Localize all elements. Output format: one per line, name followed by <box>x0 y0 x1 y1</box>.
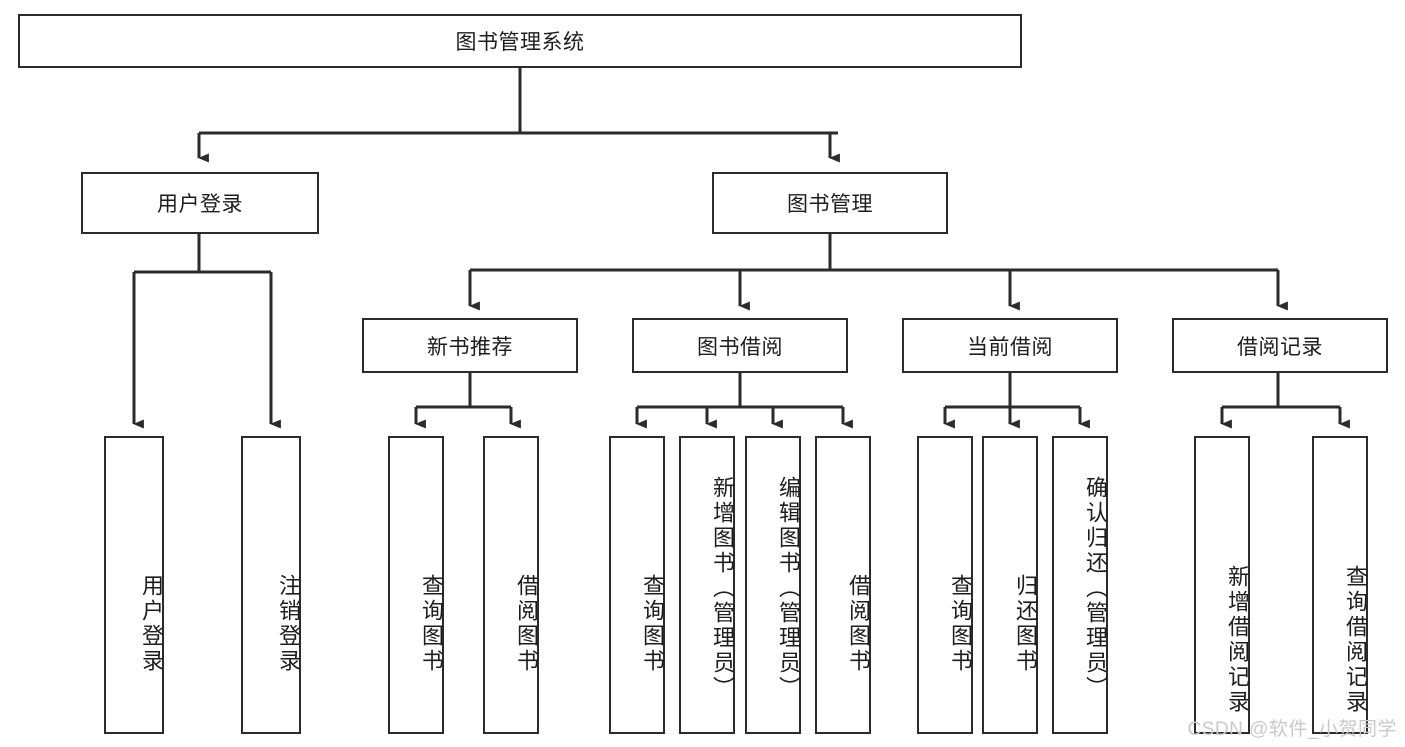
node-leaf-query-book-borrow-label: 查询图书 <box>640 574 665 674</box>
node-leaf-confirm-return-admin-label: 确认归还（管理员） <box>1083 475 1108 701</box>
node-leaf-query-book-new[interactable]: 查询图书 <box>388 436 444 734</box>
node-leaf-borrow-book-new-label: 借阅图书 <box>514 574 539 674</box>
node-book-management-label: 图书管理 <box>787 193 873 216</box>
node-leaf-confirm-return-admin[interactable]: 确认归还（管理员） <box>1052 436 1108 734</box>
node-leaf-borrow-book-label: 借阅图书 <box>846 574 871 674</box>
node-book-management[interactable]: 图书管理 <box>712 172 948 234</box>
node-leaf-add-borrow-record[interactable]: 新增借阅记录 <box>1194 436 1250 734</box>
node-root[interactable]: 图书管理系统 <box>18 14 1022 68</box>
node-book-borrow[interactable]: 图书借阅 <box>632 318 848 373</box>
node-new-book-recommend[interactable]: 新书推荐 <box>362 318 578 373</box>
node-borrow-records[interactable]: 借阅记录 <box>1172 318 1388 373</box>
node-user-login[interactable]: 用户登录 <box>81 172 319 234</box>
node-current-borrow[interactable]: 当前借阅 <box>902 318 1118 373</box>
node-leaf-add-book-admin[interactable]: 新增图书（管理员） <box>679 436 735 734</box>
node-leaf-user-login-label: 用户登录 <box>139 574 164 674</box>
node-leaf-query-borrow-record[interactable]: 查询借阅记录 <box>1312 436 1368 734</box>
node-leaf-add-borrow-record-label: 新增借阅记录 <box>1225 565 1250 715</box>
node-leaf-edit-book-admin-label: 编辑图书（管理员） <box>776 475 801 701</box>
node-leaf-return-book-label: 归还图书 <box>1013 574 1038 674</box>
node-leaf-query-book-borrow[interactable]: 查询图书 <box>609 436 665 734</box>
node-leaf-borrow-book-new[interactable]: 借阅图书 <box>483 436 539 734</box>
node-leaf-query-book-current[interactable]: 查询图书 <box>917 436 973 734</box>
node-new-book-recommend-label: 新书推荐 <box>427 335 513 359</box>
node-leaf-add-book-admin-label: 新增图书（管理员） <box>710 475 735 701</box>
csdn-watermark: CSDN @软件_小贺同学 <box>1187 719 1397 740</box>
node-leaf-query-borrow-record-label: 查询借阅记录 <box>1343 565 1368 715</box>
node-user-login-label: 用户登录 <box>157 193 243 216</box>
node-leaf-query-book-current-label: 查询图书 <box>948 574 973 674</box>
node-leaf-logout-label: 注销登录 <box>276 574 301 674</box>
node-leaf-user-login[interactable]: 用户登录 <box>104 436 164 734</box>
node-leaf-return-book[interactable]: 归还图书 <box>982 436 1038 734</box>
node-current-borrow-label: 当前借阅 <box>967 335 1053 359</box>
node-root-label: 图书管理系统 <box>455 31 585 54</box>
node-book-borrow-label: 图书借阅 <box>697 335 783 359</box>
node-borrow-records-label: 借阅记录 <box>1237 335 1323 359</box>
node-leaf-edit-book-admin[interactable]: 编辑图书（管理员） <box>745 436 801 734</box>
node-leaf-query-book-new-label: 查询图书 <box>419 574 444 674</box>
node-leaf-logout[interactable]: 注销登录 <box>241 436 301 734</box>
node-leaf-borrow-book[interactable]: 借阅图书 <box>815 436 871 734</box>
